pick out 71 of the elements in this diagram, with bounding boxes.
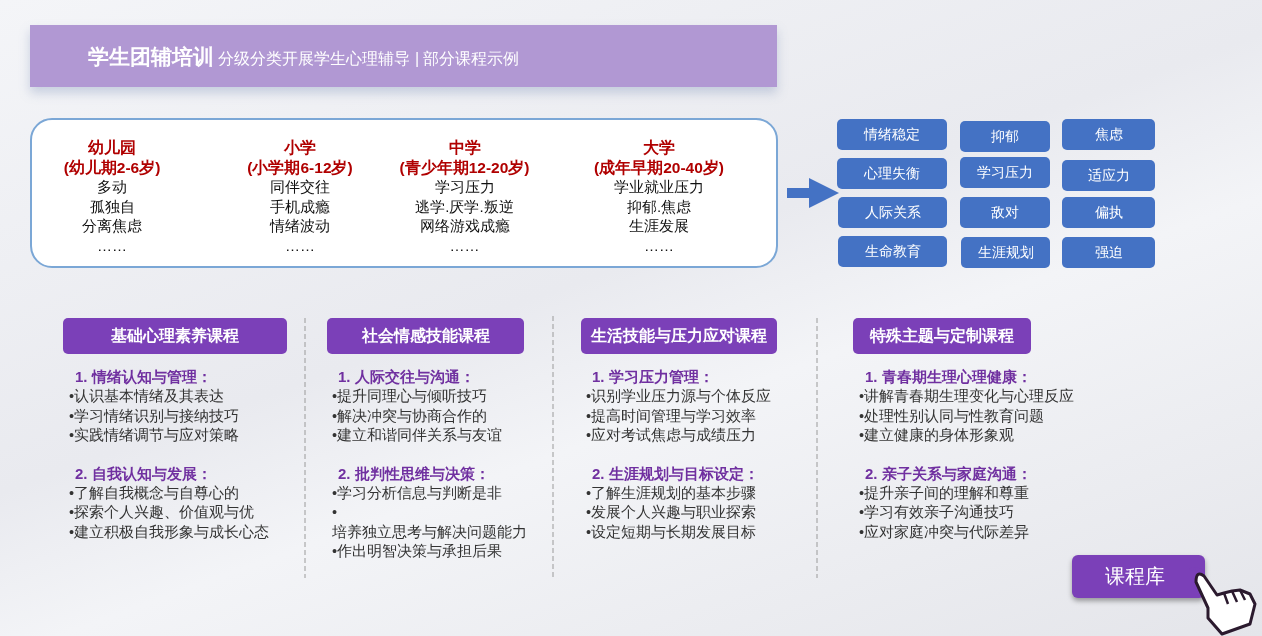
issue-text: 网络游戏成瘾 [418, 216, 511, 236]
course-header: 基础心理素养课程 [63, 318, 287, 354]
stage-heading: 大学 (成年早期20-40岁) [593, 138, 725, 177]
ellipsis-text: …… [284, 235, 316, 255]
issue-text: 分离焦虑 [81, 216, 143, 236]
course-library-button: 课程库 [1072, 555, 1205, 598]
issue-text: 学业就业压力 [613, 177, 705, 197]
issue-text: 生涯发展 [628, 216, 690, 236]
section-heading: 1. 青春期生理心理健康： [865, 367, 1033, 387]
issue-text: 学习压力 [433, 177, 496, 197]
course-header: 特殊主题与定制课程 [853, 318, 1031, 354]
bullet-text: •探索个人兴趣、价值观与优 [69, 503, 256, 522]
stage-heading: 小学 (小学期6-12岁) [246, 138, 354, 177]
bullet-text: •了解自我概念与自尊心的 [69, 483, 241, 503]
bullet-text: •讲解青春期生理变化与心理反应 [859, 387, 1076, 406]
bullet-text: •建立积极自我形象与成长心态 [69, 522, 271, 542]
bullet-text: •解决冲突与协商合作的 [332, 406, 489, 426]
bullet-text: •识别学业压力源与个体反应 [586, 387, 773, 406]
tag-box: 学习压力 [960, 157, 1050, 188]
tag-box: 敌对 [960, 197, 1050, 228]
tag-box: 适应力 [1062, 160, 1155, 191]
title-text: 学生团辅培训 分级分类开展学生心理辅导 | 部分课程示例 [88, 44, 520, 70]
tag-box: 焦虑 [1062, 119, 1155, 150]
tag-box: 偏执 [1062, 197, 1155, 228]
rounded-panel [30, 118, 778, 268]
bullet-text: •应对考试焦虑与成绩压力 [586, 426, 758, 445]
ellipsis-text: …… [96, 235, 128, 255]
issue-text: 多动 [96, 177, 128, 197]
tag-box: 抑郁 [960, 121, 1050, 152]
stage-heading: 幼儿园 (幼儿期2-6岁) [62, 138, 162, 177]
section-heading: 2. 亲子关系与家庭沟通： [865, 463, 1033, 484]
section-heading: 1. 学习压力管理： [592, 367, 715, 387]
course-header: 生活技能与压力应对课程 [581, 318, 777, 354]
bullet-text: •应对家庭冲突与代际差异 [859, 522, 1031, 542]
bullet-text: •提升同理心与倾听技巧 [332, 387, 489, 406]
tag-box: 生命教育 [838, 236, 947, 267]
section-heading: 2. 生涯规划与目标设定： [592, 463, 760, 484]
issue-text: 同伴交往 [269, 177, 331, 197]
tag-box: 情绪稳定 [837, 119, 947, 150]
issue-text: 情绪波动 [268, 216, 331, 236]
ellipsis-text: …… [643, 235, 675, 255]
bullet-text: •实践情绪调节与应对策略 [69, 426, 241, 445]
stage-heading: 中学 (青少年期12-20岁) [398, 138, 531, 177]
issue-text: 抑郁.焦虑 [625, 196, 693, 216]
bullet-text: •提高时间管理与学习效率 [586, 406, 758, 426]
tag-box: 人际关系 [838, 197, 947, 228]
bullet-text: •了解生涯规划的基本步骤 [586, 483, 758, 503]
bullet-text: •作出明智决策与承担后果 [332, 542, 504, 561]
bullet-text: •提升亲子间的理解和尊重 [859, 483, 1031, 503]
bullet-text: •认识基本情绪及其表达 [69, 387, 226, 406]
ellipsis-text: …… [448, 235, 481, 255]
bullet-text: •处理性别认同与性教育问题 [859, 406, 1046, 426]
bullet-text: •学习有效亲子沟通技巧 [859, 503, 1016, 522]
bullet-text: •学习分析信息与判断是非 [332, 483, 504, 503]
tag-box: 生涯规划 [961, 237, 1050, 268]
tag-box: 强迫 [1062, 237, 1155, 268]
bullet-text: •建立健康的身体形象观 [859, 426, 1016, 445]
bullet-text: •建立和谐同伴关系与友谊 [332, 426, 504, 445]
bullet-text: •学习情绪识别与接纳技巧 [69, 406, 241, 426]
section-heading: 2. 批判性思维与决策： [338, 463, 491, 484]
issue-text: 手机成瘾 [269, 196, 331, 216]
section-heading: 1. 人际交往与沟通： [338, 367, 476, 387]
course-header: 社会情感技能课程 [327, 318, 524, 354]
section-heading: 1. 情绪认知与管理： [75, 367, 213, 387]
tag-box: 心理失衡 [837, 158, 947, 189]
issue-text: 逃学.厌学.叛逆 [414, 196, 515, 216]
issue-text: 孤独自 [88, 196, 136, 216]
block-arrow [787, 178, 839, 208]
bullet-text: •发展个人兴趣与职业探索 [586, 503, 758, 522]
section-heading: 2. 自我认知与发展： [75, 463, 213, 484]
bullet-text: •设定短期与长期发展目标 [586, 522, 758, 542]
